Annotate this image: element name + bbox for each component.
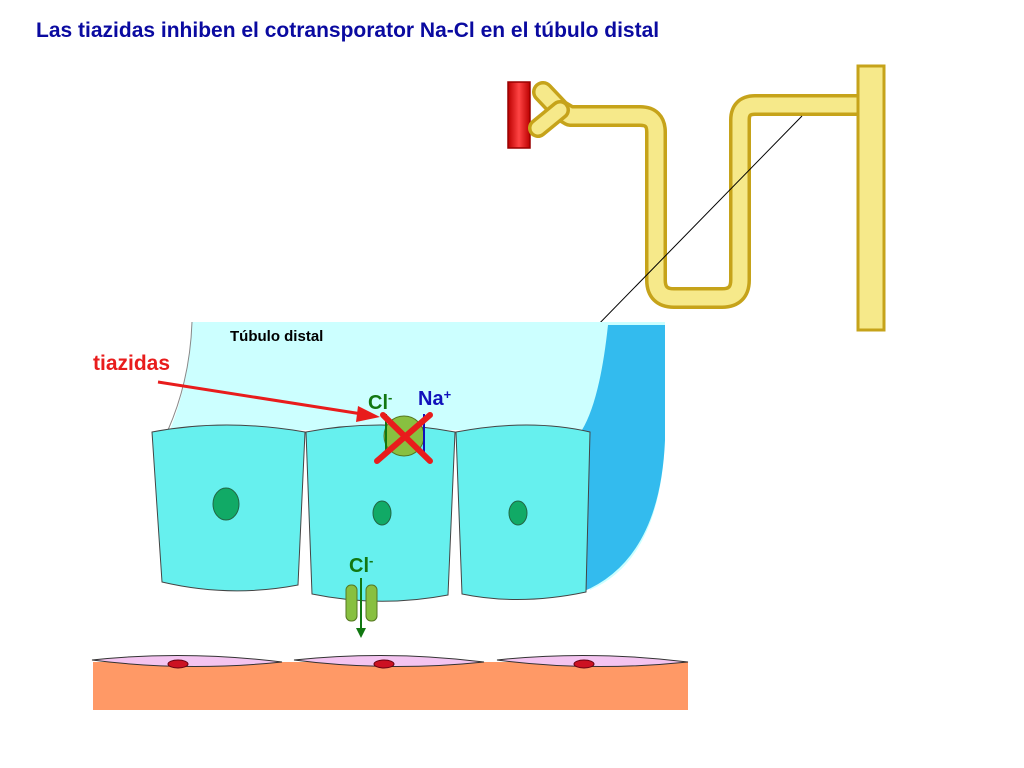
- thiazide-label: tiazidas: [93, 352, 170, 375]
- tubule-lumen: [167, 321, 665, 592]
- nacl-cotransporter: [374, 412, 433, 464]
- endothelial-nucleus-right: [573, 659, 595, 669]
- endothelial-cell-right: [496, 654, 689, 668]
- page-title: Las tiazidas inhiben el cotransporator N…: [36, 19, 660, 42]
- afferent-vessel: [507, 81, 531, 149]
- lumen-label: Túbulo distal: [230, 328, 323, 345]
- lumen-wall: [582, 325, 665, 592]
- interstitium: [91, 654, 689, 710]
- endothelial-nucleus-left: [167, 659, 189, 669]
- sodium-label: Na+: [418, 387, 452, 410]
- nucleus-left: [212, 487, 240, 521]
- tubule-path: [528, 81, 879, 309]
- chloride-efflux-arrowhead: [356, 628, 366, 638]
- chloride-apical-label: Cl-: [368, 390, 392, 414]
- chloride-basal-label: Cl-: [349, 553, 373, 577]
- chloride-channel: [345, 578, 378, 638]
- thiazide-arrow: [157, 380, 380, 422]
- nucleus-right: [508, 500, 528, 526]
- epithelial-cells: [151, 424, 591, 602]
- inhibition-cross-b: [380, 412, 433, 464]
- collecting-duct: [856, 64, 886, 332]
- endothelial-cell-left: [91, 654, 283, 668]
- nucleus-middle: [372, 500, 392, 526]
- endothelial-nucleus-middle: [373, 659, 395, 669]
